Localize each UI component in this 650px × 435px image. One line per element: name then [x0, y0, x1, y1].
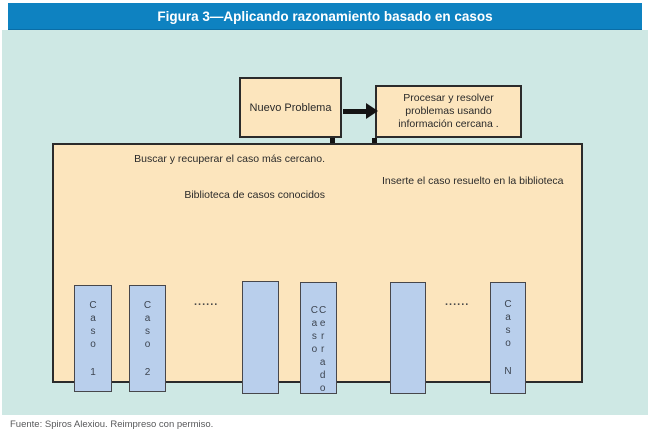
diagram-panel: Nuevo Problema Procesar y resolver probl…	[2, 30, 648, 415]
library-box: Buscar y recuperar el caso más cercano. …	[52, 143, 583, 394]
figure-title: Figura 3—Aplicando razonamiento basado e…	[157, 8, 493, 24]
search-label: Buscar y recuperar el caso más cercano.	[134, 153, 325, 165]
arrow-right-shaft	[343, 109, 367, 114]
ellipsis-left: ......	[194, 296, 219, 308]
case-caso-1-number: 1	[90, 366, 96, 378]
case-caso-2-number: 2	[144, 366, 151, 378]
case-box-blank-right	[390, 282, 426, 394]
arrow-right-head	[366, 103, 378, 119]
case-caso-n-letter: N	[504, 366, 512, 377]
library-label: Biblioteca de casos conocidos	[184, 189, 325, 201]
ellipsis-right: ......	[445, 296, 470, 308]
figure-title-bar: Figura 3—Aplicando razonamiento basado e…	[8, 3, 642, 30]
new-problem-label: Nuevo Problema	[249, 101, 332, 114]
source-note: Fuente: Spiros Alexiou. Reimpreso con pe…	[10, 419, 214, 430]
process-line-1: Procesar y resolver	[403, 92, 494, 104]
process-line-3: información cercana .	[398, 118, 499, 130]
case-box-blank-left	[242, 281, 279, 394]
new-problem-box: Nuevo Problema	[239, 77, 342, 138]
insert-label: Inserte el caso resuelto en la bibliotec…	[382, 175, 564, 187]
process-line-2: problemas usando	[405, 105, 492, 117]
process-box: Procesar y resolver problemas usando inf…	[375, 85, 522, 138]
